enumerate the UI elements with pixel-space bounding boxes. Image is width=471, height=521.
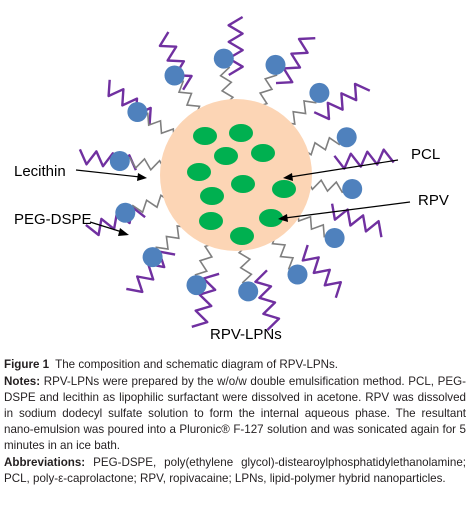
- lecithin-head: [336, 127, 357, 148]
- peg-chain: [227, 15, 244, 77]
- rpv-drug-particle: [229, 124, 253, 142]
- peg-chain: [313, 82, 371, 121]
- pcl-arrowhead: [283, 173, 293, 181]
- rpv-drug-particle: [214, 147, 238, 165]
- rpv-drug-particle: [187, 163, 211, 181]
- rpv-drug-particle: [200, 187, 224, 205]
- rpv-lpn-diagram: Lecithin PEG-DSPE PCL RPV RPV-LPNs: [14, 15, 449, 343]
- lecithin-head: [238, 281, 259, 302]
- lecithin-head: [109, 151, 130, 171]
- lecithin-arrow: [75, 169, 141, 178]
- lecithin-head: [142, 247, 163, 268]
- lecithin-tail: [296, 208, 326, 238]
- lecithin-head: [287, 264, 308, 285]
- rpv-drug-particle: [231, 175, 255, 193]
- lecithin-head: [342, 179, 363, 199]
- rpv-arrow: [284, 201, 411, 219]
- rpv-drug-particle: [259, 209, 283, 227]
- lecithin-head: [164, 65, 185, 86]
- lecithin-layer: [109, 48, 363, 302]
- lecithin-tail: [305, 177, 344, 194]
- lecithin-head: [115, 202, 136, 223]
- peg-chain: [333, 148, 395, 170]
- abbreviations-paragraph: Abbreviations: PEG-DSPE, poly(ethylene g…: [4, 455, 466, 487]
- lecithin-tail: [131, 194, 172, 214]
- figure-caption: Figure 1 The composition and schematic d…: [4, 357, 466, 488]
- peg-dspe-label: PEG-DSPE: [14, 211, 92, 228]
- rpv-drug-layer: [187, 124, 296, 245]
- peg-chain: [158, 31, 193, 91]
- lecithin-head: [127, 102, 148, 122]
- rpv-drug-particle: [193, 127, 217, 145]
- lecithin-arrowhead: [137, 173, 147, 181]
- diagram-title: RPV-LPNs: [210, 326, 282, 343]
- lecithin-tail: [128, 156, 167, 173]
- lecithin-tail: [300, 136, 341, 156]
- peg-chain: [107, 79, 152, 125]
- abbreviations-label: Abbreviations:: [4, 456, 86, 469]
- peg-dspe-arrow: [89, 221, 123, 233]
- rpv-label: RPV: [418, 192, 449, 209]
- lecithin-tail: [155, 224, 190, 250]
- lecithin-tail: [146, 112, 176, 142]
- peg-chain: [191, 272, 220, 328]
- pcl-label: PCL: [411, 146, 440, 163]
- lecithin-label: Lecithin: [14, 163, 66, 180]
- rpv-drug-particle: [230, 227, 254, 245]
- lecithin-head: [265, 54, 286, 75]
- figure-label: Figure 1: [4, 358, 50, 371]
- lecithin-head: [186, 275, 207, 296]
- peg-chain: [254, 269, 281, 331]
- notes-text: RPV-LPNs were prepared by the w/o/w doub…: [4, 375, 466, 452]
- rpv-drug-particle: [251, 144, 275, 162]
- lecithin-head: [324, 228, 345, 248]
- peg-chain: [330, 203, 383, 238]
- arrow-layer: [75, 159, 411, 236]
- lecithin-tail: [194, 241, 218, 276]
- lecithin-head: [213, 48, 234, 69]
- figure-title: The composition and schematic diagram of…: [55, 358, 339, 371]
- rpv-drug-particle: [272, 180, 296, 198]
- lecithin-tail: [254, 74, 278, 109]
- rpv-arrowhead: [278, 214, 288, 222]
- notes-paragraph: Notes: RPV-LPNs were prepared by the w/o…: [4, 374, 466, 454]
- lecithin-head: [309, 82, 330, 103]
- lecithin-tail: [219, 66, 235, 107]
- figure-title-line: Figure 1 The composition and schematic d…: [4, 357, 466, 373]
- notes-label: Notes:: [4, 375, 41, 388]
- peg-chain: [301, 244, 342, 299]
- peg-dspe-arrowhead: [118, 228, 129, 236]
- abbreviations-text: PEG-DSPE, poly(ethylene glycol)-distearo…: [4, 456, 466, 485]
- pcl-arrow: [289, 159, 399, 178]
- rpv-drug-particle: [199, 212, 223, 230]
- lecithin-tail: [237, 243, 253, 284]
- lecithin-tail: [177, 80, 201, 119]
- lecithin-tail: [282, 100, 317, 126]
- peg-chain: [275, 37, 316, 85]
- lecithin-tail: [271, 231, 295, 270]
